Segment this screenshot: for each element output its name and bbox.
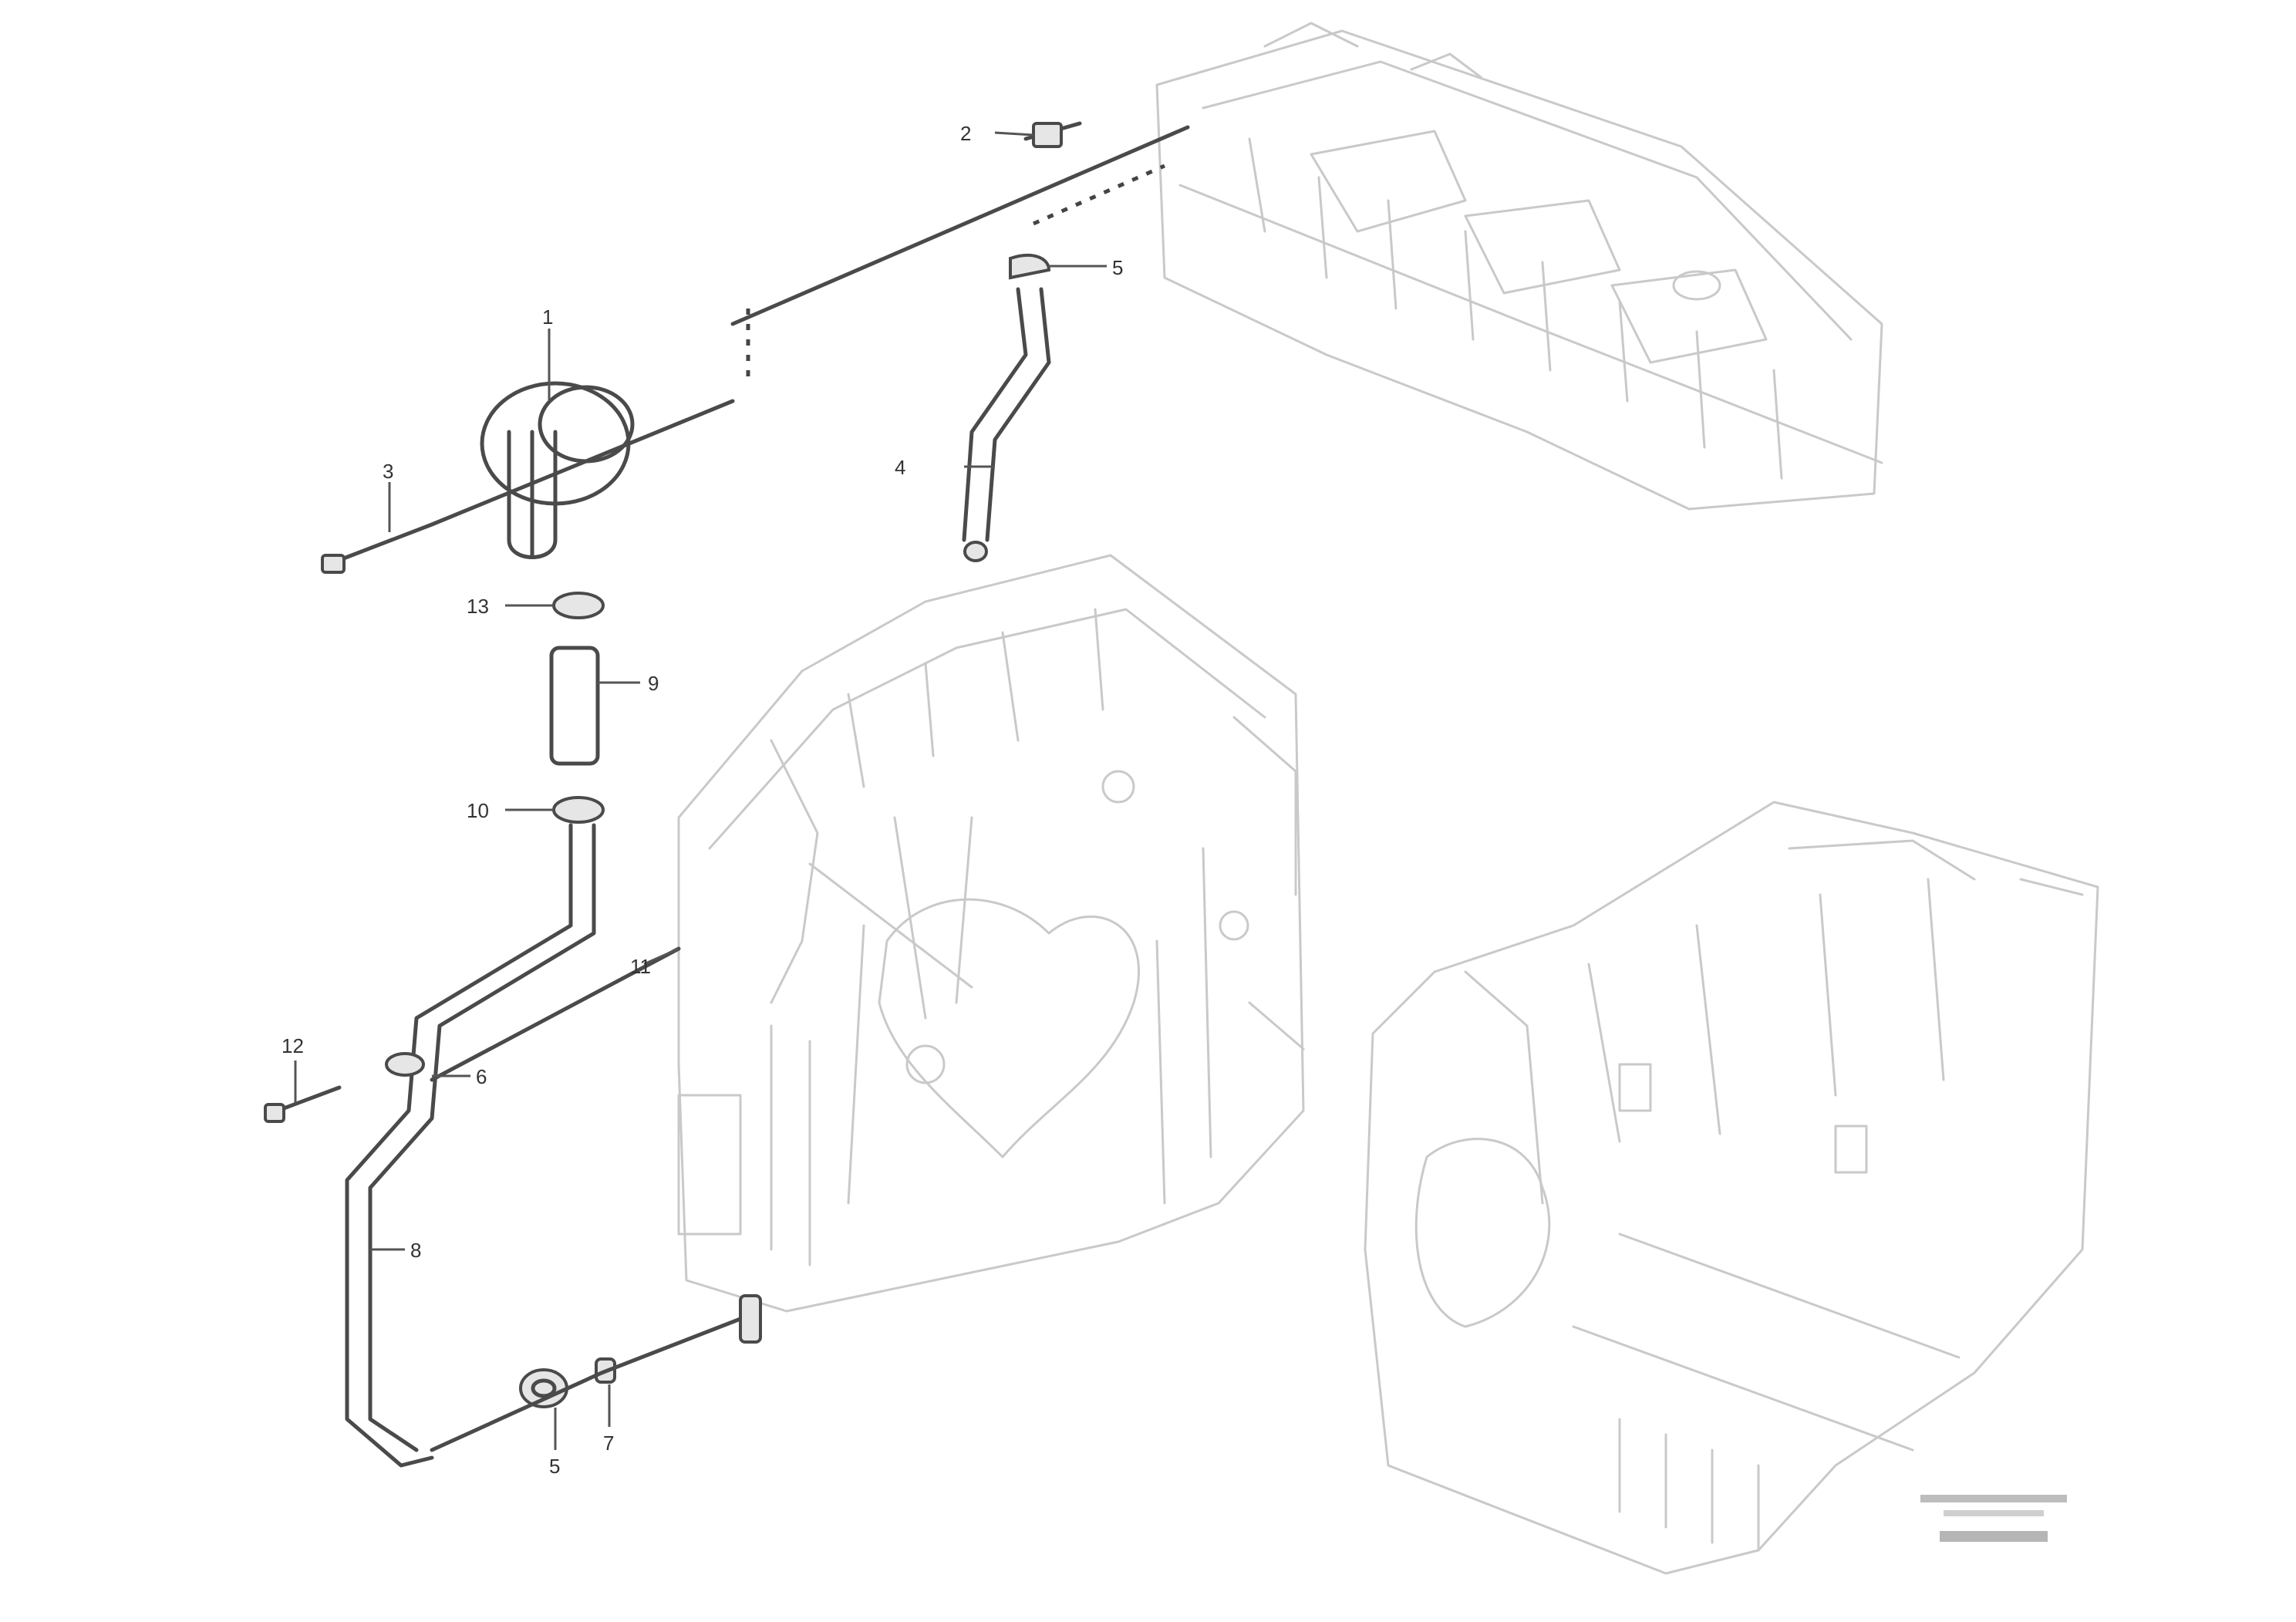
dotted-alignment-top: [1032, 164, 1166, 226]
callout-11: 11: [630, 955, 651, 978]
callout-4: 4: [895, 456, 905, 479]
line-to-pump: [430, 399, 735, 527]
bolt-3: [329, 522, 434, 565]
pump-housing: [480, 381, 635, 559]
callout-7: 7: [603, 1431, 614, 1455]
bolt-12: [275, 1085, 342, 1113]
line-to-block-mid: [430, 946, 681, 1082]
hose-9: [549, 646, 600, 766]
clamp-13: [552, 592, 605, 619]
line-bottom: [430, 1317, 743, 1452]
bolt-2-top: [1023, 121, 1082, 148]
oil-line-top: [730, 125, 1190, 326]
drawing-stamp: [1920, 1495, 2067, 1542]
clamp-10-mid: [385, 1052, 425, 1077]
bolt-3-head: [321, 554, 346, 574]
callout-3: 3: [383, 460, 393, 483]
callout-1: 1: [542, 305, 553, 329]
pipe-8: [345, 823, 596, 1468]
bolt-12-head: [264, 1103, 285, 1123]
callout-2-top: 2: [960, 122, 971, 145]
callout-13: 13: [467, 595, 489, 618]
callout-12: 12: [282, 1034, 304, 1057]
callout-8: 8: [410, 1239, 421, 1262]
callout-10: 10: [467, 799, 489, 822]
clamp-10-top: [552, 796, 605, 824]
fitting-6: [739, 1294, 762, 1344]
callout-6: 6: [476, 1065, 487, 1088]
background-lower-block: [1364, 801, 2099, 1575]
callout-5-top: 5: [1112, 256, 1123, 279]
callouts: 2 5 1 3 4 13 9 10 11 12 6 8 7 5: [282, 122, 1123, 1478]
background-engine-block: [677, 554, 1305, 1313]
pipe-4: [962, 254, 1051, 562]
leader-lines: [294, 131, 1107, 1450]
callout-5-bottom: 5: [549, 1455, 560, 1478]
background-cylinder-head: [1155, 22, 1883, 511]
callout-9: 9: [648, 672, 659, 695]
